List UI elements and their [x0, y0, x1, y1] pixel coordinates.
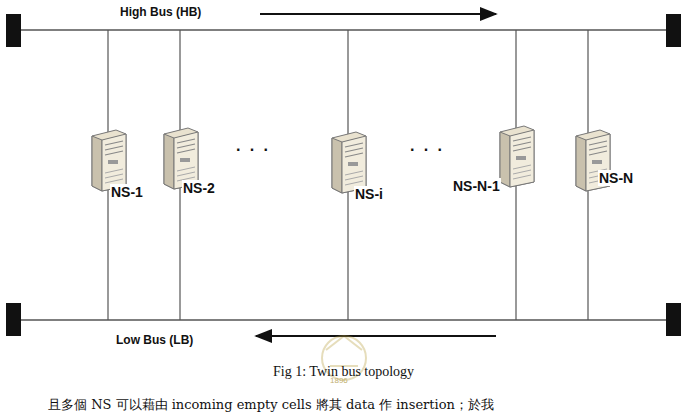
low-bus — [20, 319, 668, 320]
network-station: NS-i — [326, 130, 370, 194]
station-label: NS-N — [598, 170, 634, 186]
bus-terminator — [666, 303, 681, 336]
drop-lines — [108, 30, 588, 320]
high-bus — [20, 29, 668, 30]
bus-name: High Bus (HB) — [120, 5, 201, 19]
network-station: NS-2 — [158, 126, 202, 190]
server-icon — [86, 128, 130, 192]
bus-terminator — [6, 14, 21, 47]
ellipsis: · · · — [236, 141, 271, 159]
bus-terminator — [6, 303, 21, 336]
server-icon — [326, 130, 370, 194]
direction-arrow — [256, 335, 496, 337]
network-station: NS-1 — [86, 128, 130, 192]
body-text: 且多個 NS 可以藉由 incoming empty cells 將其 data… — [48, 396, 494, 414]
bus-name: Low Bus (LB) — [116, 333, 193, 347]
station-label: NS-2 — [182, 180, 216, 196]
network-station: NS-N-1 — [494, 124, 538, 188]
network-station: NS-N — [570, 128, 614, 192]
ellipsis: · · · — [410, 141, 445, 159]
station-label: NS-i — [354, 186, 384, 202]
bus-terminator — [666, 14, 681, 47]
station-label: NS-1 — [110, 184, 144, 200]
station-label: NS-N-1 — [452, 178, 501, 194]
figure-caption: Fig 1: Twin bus topology — [273, 364, 414, 380]
direction-arrow — [260, 13, 496, 15]
